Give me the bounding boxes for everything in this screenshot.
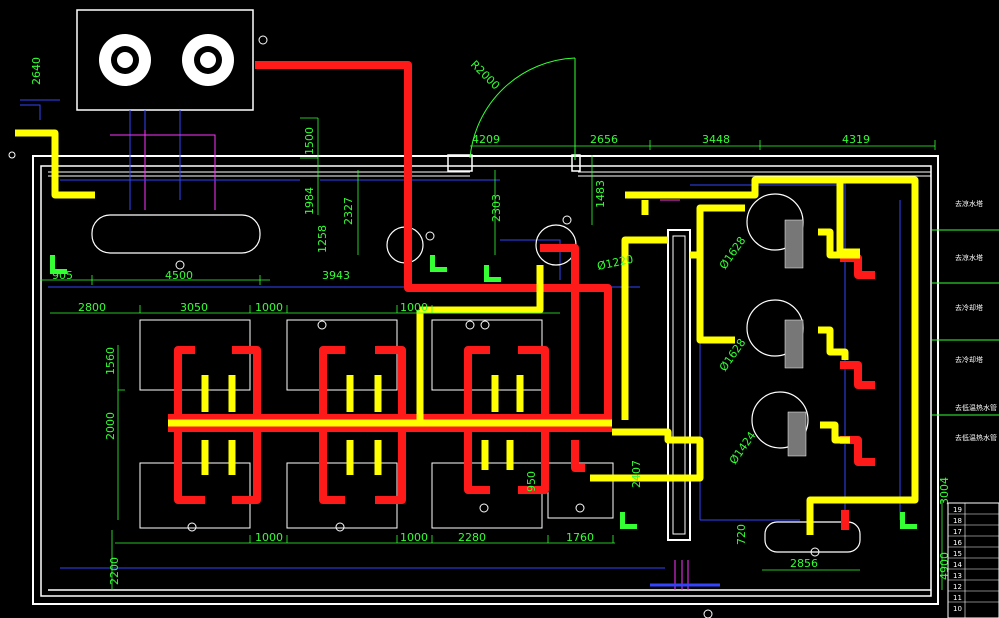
side-note: 去冷却塔	[955, 355, 983, 364]
cold-water-pipes	[15, 129, 919, 535]
dim-label: 2280	[458, 531, 486, 544]
chiller-bodies	[784, 219, 807, 457]
dim-label: 1560	[104, 347, 117, 375]
side-note: 去低温热水管	[955, 433, 997, 442]
dim-label: 1500	[303, 127, 316, 155]
dim-label: 1000	[400, 531, 428, 544]
table-row-number: 10	[953, 605, 962, 613]
table-row-number: 13	[953, 572, 962, 580]
building-walls	[32, 154, 939, 605]
diameter-label: Ø1220	[596, 253, 635, 273]
dim-label: 720	[735, 524, 748, 545]
diameter-label: Ø1424	[727, 429, 759, 466]
dim-label: 1000	[255, 531, 283, 544]
dim-label: 1000	[255, 301, 283, 314]
dim-label: 3050	[180, 301, 208, 314]
table-row-number: 11	[953, 594, 962, 602]
table-row-number: 19	[953, 506, 962, 514]
dim-label: 4319	[842, 133, 870, 146]
vessels	[91, 193, 861, 553]
dimension-lines	[40, 117, 943, 590]
dim-label: 1000	[400, 301, 428, 314]
dim-label: 1483	[594, 180, 607, 208]
dim-label: 950	[525, 471, 538, 492]
fan-icon	[182, 34, 234, 86]
side-note: 去凉水塔	[955, 253, 983, 262]
dim-label: 3448	[702, 133, 730, 146]
dim-label: 2303	[490, 194, 503, 222]
side-note: 去凉水塔	[955, 199, 983, 208]
dim-label: 4900	[938, 552, 951, 580]
side-note: 去冷却塔	[955, 303, 983, 312]
table-row-number: 16	[953, 539, 962, 547]
table-row-number: 15	[953, 550, 962, 558]
side-notes: 去凉水塔 去凉水塔 去冷却塔 去冷却塔 去低温热水管 去低温热水管	[955, 199, 997, 442]
dim-label: 1258	[316, 225, 329, 253]
dim-label: 2640	[30, 57, 43, 85]
cooling-tower-unit	[76, 9, 254, 111]
chiller-circle	[751, 391, 809, 449]
dim-label: 905	[52, 269, 73, 282]
dim-label: 2407	[630, 460, 643, 488]
side-note: 去低温热水管	[955, 403, 997, 412]
dim-label: 2856	[790, 557, 818, 570]
dim-label: 2800	[78, 301, 106, 314]
dim-label: 4500	[165, 269, 193, 282]
dim-label: 1760	[566, 531, 594, 544]
dim-label: 3004	[938, 477, 951, 505]
diameter-label: Ø1628	[717, 234, 749, 271]
dim-label: 2656	[590, 133, 618, 146]
dim-label: 4209	[472, 133, 500, 146]
dim-label: 1984	[303, 187, 316, 215]
table-row-number: 18	[953, 517, 962, 525]
table-row-number: 17	[953, 528, 962, 536]
storage-tank	[91, 214, 261, 254]
dim-label: 2000	[104, 412, 117, 440]
grid-markers	[50, 255, 917, 529]
dim-label: 2200	[108, 557, 121, 585]
dim-label: 3943	[322, 269, 350, 282]
table-row-number: 14	[953, 561, 962, 569]
dim-label: R2000	[468, 58, 502, 92]
valve-icons	[8, 35, 820, 618]
table-row-number: 12	[953, 583, 962, 591]
thin-pipes	[20, 99, 999, 590]
parts-table: 19 18 17 16 15 14 13 12 11 10	[947, 502, 999, 618]
dim-label: 2327	[342, 197, 355, 225]
hot-water-pipes	[168, 61, 875, 530]
fan-icon	[99, 34, 151, 86]
